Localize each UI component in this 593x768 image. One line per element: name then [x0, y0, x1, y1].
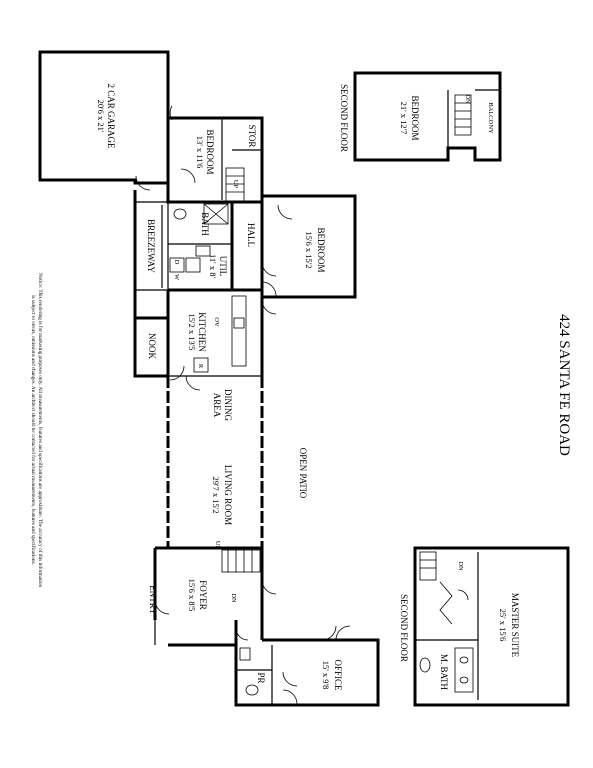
sf-a-dn-label: DN — [464, 94, 471, 104]
kitchen-label: KITCHEN — [197, 312, 207, 352]
dining-label-2: AREA — [212, 393, 222, 418]
main-floor-walls — [38, 50, 380, 707]
dn-label-1: DN — [230, 593, 237, 603]
up-label-2: UP — [214, 541, 221, 550]
address-title: 424 SANTA FE ROAD — [556, 314, 572, 456]
kitchen-dims: 15'2 x 13'5 — [187, 313, 197, 350]
master-suite-label: MASTER SUITE — [510, 593, 520, 658]
sf-a-bedroom-label: BEDROOM — [410, 95, 420, 140]
door-swings — [135, 105, 351, 641]
second-floor-b — [413, 546, 570, 707]
dining-label: DINING — [223, 389, 233, 421]
open-patio-label: OPEN PATIO — [298, 448, 308, 499]
d-label: D — [173, 260, 180, 265]
entry-label: ENTRY — [148, 585, 158, 615]
living-dims: 29'7 x 15'2 — [211, 476, 221, 513]
hall-label: HALL — [246, 223, 256, 247]
nook-label: NOOK — [147, 333, 157, 359]
r-label: R — [197, 364, 204, 369]
bedroom-1-label: BEDROOM — [205, 129, 215, 174]
bedroom-2-label: BEDROOM — [316, 227, 326, 272]
living-label: LIVING ROOM — [223, 465, 233, 525]
second-floor-a — [353, 71, 502, 162]
up-label-1: UP — [232, 180, 239, 189]
fixtures — [169, 167, 298, 705]
second-floor-b-label: SECOND FLOOR — [399, 594, 409, 662]
office-dims: 15' x 9'8 — [321, 661, 331, 690]
bedroom-2-dims: 15'6 x 15'2 — [304, 231, 314, 268]
master-suite-dims: 25' x 15'6 — [498, 609, 508, 642]
util-dims: 11' x 8' — [208, 254, 218, 278]
bedroom-1-dims: 13' x 11'6 — [195, 136, 205, 169]
ov-label: OV — [213, 317, 220, 327]
pr-label: PR — [256, 672, 266, 683]
sf-b-dn-label: DN — [457, 561, 464, 571]
second-floor-a-label: SECOND FLOOR — [339, 84, 349, 152]
garage-label: 2 CAR GARAGE — [106, 83, 116, 149]
notice-line-1: Notice: This rendering is for marketing … — [37, 273, 44, 587]
bath-label: BATH — [200, 212, 210, 236]
w-label: W — [173, 274, 180, 281]
garage-dims: 20'6 x 21' — [96, 100, 106, 133]
foyer-dims: 15'6 x 8'5 — [187, 579, 197, 612]
office-label: OFFICE — [333, 659, 343, 691]
balcony-label: BALCONY — [487, 102, 494, 134]
notice-line-2: is subject to errors, omissions and chan… — [30, 295, 37, 565]
stor-label: STOR — [247, 125, 257, 148]
foyer-label: FOYER — [198, 580, 208, 610]
breezeway-label: BREEZEWAY — [146, 219, 156, 273]
util-label: UTIL — [218, 256, 228, 277]
labels: 424 SANTA FE ROAD Notice: This rendering… — [30, 83, 572, 691]
sf-a-bedroom-dims: 21' x 12'7 — [399, 102, 409, 135]
mbath-label: M. BATH — [439, 654, 449, 691]
